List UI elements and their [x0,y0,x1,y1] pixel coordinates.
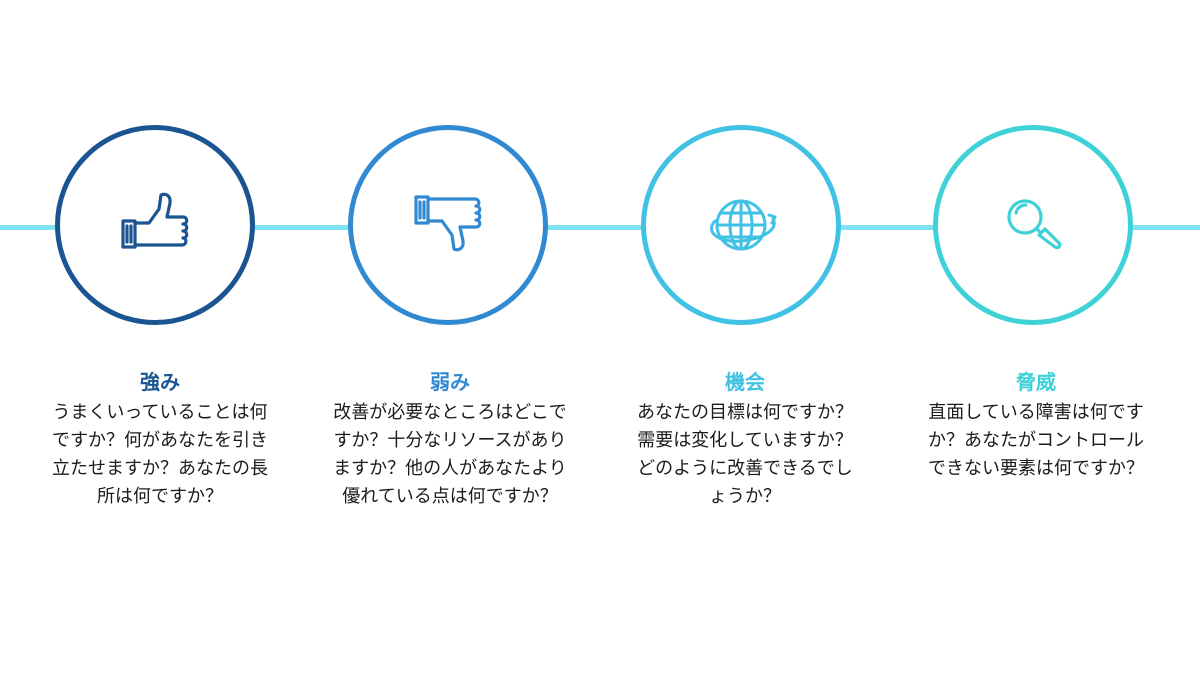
timeline-connector [0,225,1200,230]
globe-icon [710,199,777,251]
opportunity-circle [641,125,841,325]
magnifier-icon [1007,199,1062,250]
strength-title: 強み [140,370,180,394]
weakness-column: 弱み 改善が必要なところはどこですか？十分なリソースがありますか？他の人があなた… [325,367,575,511]
thumbs-up-icon [121,192,189,249]
weakness-description: 改善が必要なところはどこですか？十分なリソースがありますか？他の人があなたより優… [333,402,567,507]
opportunity-title: 機会 [725,370,765,394]
threat-title: 脅威 [1016,370,1056,394]
opportunity-description: あなたの目標は何ですか？需要は変化していますか？どのように改善できるでしょうか？ [637,402,853,507]
threat-description: 直面している障害は何ですか？あなたがコントロールできない要素は何ですか？ [928,402,1144,479]
strength-column: 強み うまくいっていることは何ですか？何があなたを引き立たせますか？あなたの長所… [35,367,285,511]
threat-circle [933,125,1133,325]
weakness-circle [348,125,548,325]
strength-description: うまくいっていることは何ですか？何があなたを引き立たせますか？あなたの長所は何で… [52,402,268,507]
strength-circle [55,125,255,325]
weakness-title: 弱み [430,370,470,394]
opportunity-column: 機会 あなたの目標は何ですか？需要は変化していますか？どのように改善できるでしょ… [620,367,870,511]
thumbs-down-icon [414,195,482,252]
threat-column: 脅威 直面している障害は何ですか？あなたがコントロールできない要素は何ですか？ [911,367,1161,483]
